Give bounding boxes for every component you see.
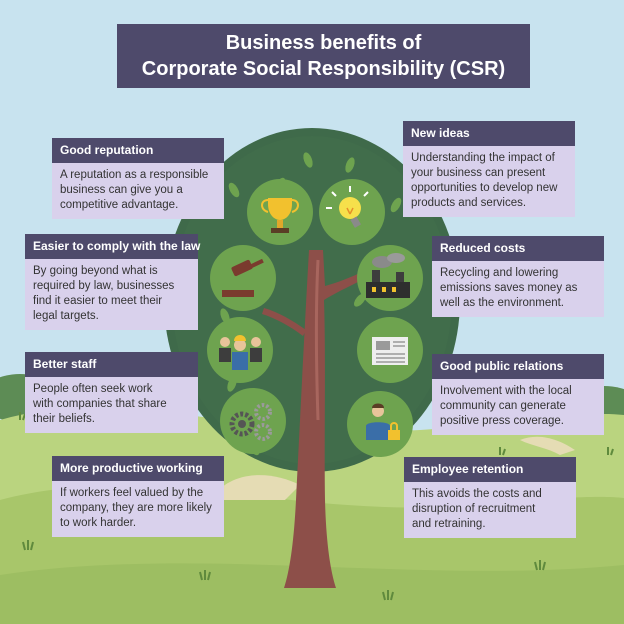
benefit-card-public-relations: Good public relations Involvement with t… bbox=[432, 354, 604, 435]
benefit-heading: Good reputation bbox=[52, 138, 224, 163]
benefit-description: This avoids the costs and disruption of … bbox=[404, 482, 576, 538]
team-icon bbox=[207, 317, 273, 383]
benefit-heading: Easier to comply with the law bbox=[25, 234, 200, 259]
benefit-heading: New ideas bbox=[403, 121, 575, 146]
benefit-card-employee-retention: Employee retention This avoids the costs… bbox=[404, 457, 576, 538]
benefit-heading: More productive working bbox=[52, 456, 224, 481]
benefit-card-good-reputation: Good reputation A reputation as a respon… bbox=[52, 138, 224, 219]
benefit-card-easier-compliance: Easier to comply with the law By going b… bbox=[25, 234, 200, 330]
benefit-description: Understanding the impact of your busines… bbox=[403, 146, 575, 217]
benefit-heading: Good public relations bbox=[432, 354, 604, 379]
title-line-2: Corporate Social Responsibility (CSR) bbox=[141, 58, 506, 80]
benefit-description: Involvement with the local community can… bbox=[432, 379, 604, 435]
benefit-heading: Better staff bbox=[25, 352, 198, 377]
benefit-card-better-staff: Better staff People often seek work with… bbox=[25, 352, 198, 433]
benefit-description: Recycling and lowering emissions saves m… bbox=[432, 261, 604, 317]
grass-tufts bbox=[19, 412, 614, 601]
factory-icon bbox=[357, 245, 423, 311]
benefit-card-new-ideas: New ideas Understanding the impact of yo… bbox=[403, 121, 575, 217]
title-banner: Business benefits of Corporate Social Re… bbox=[117, 24, 530, 88]
benefit-heading: Reduced costs bbox=[432, 236, 604, 261]
benefit-card-reduced-costs: Reduced costs Recycling and lowering emi… bbox=[432, 236, 604, 317]
benefit-description: People often seek work with companies th… bbox=[25, 377, 198, 433]
benefit-description: By going beyond what is required by law,… bbox=[25, 259, 198, 330]
trophy-icon bbox=[247, 179, 313, 245]
employee-lock-icon bbox=[347, 391, 413, 457]
tree-trunk bbox=[262, 250, 370, 588]
gears-icon bbox=[220, 388, 286, 454]
benefit-heading: Employee retention bbox=[404, 457, 576, 482]
benefit-card-more-productive: More productive working If workers feel … bbox=[52, 456, 224, 537]
benefit-description: A reputation as a responsible business c… bbox=[52, 163, 224, 219]
title-line-1: Business benefits of bbox=[225, 32, 422, 54]
gavel-icon bbox=[210, 245, 276, 311]
newspaper-icon bbox=[357, 317, 423, 383]
benefit-description: If workers feel valued by the company, t… bbox=[52, 481, 224, 537]
lightbulb-icon bbox=[319, 179, 385, 245]
